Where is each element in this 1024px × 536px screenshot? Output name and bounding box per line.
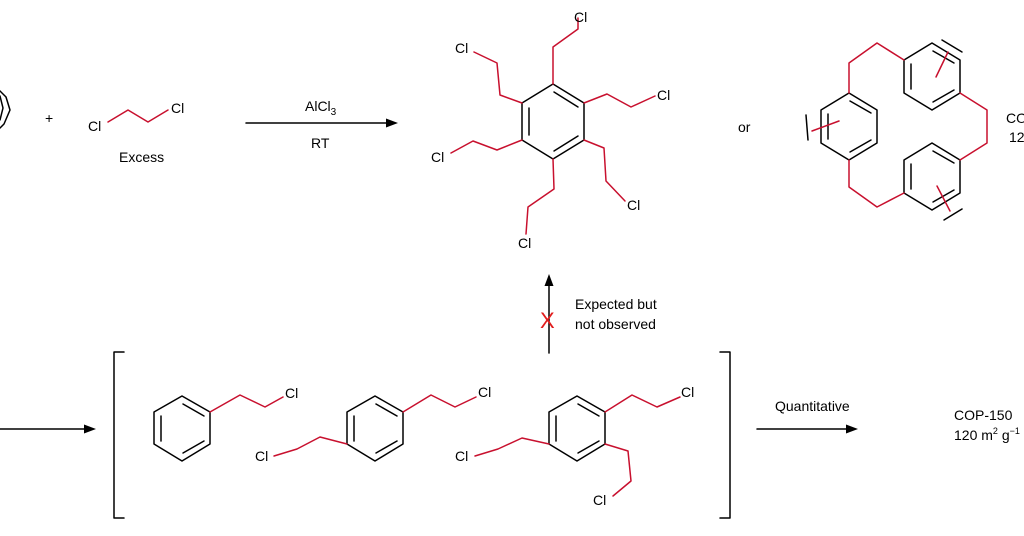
hexa-cl-bottom-right: Cl bbox=[627, 197, 640, 213]
hexa-cl-bottom: Cl bbox=[518, 235, 531, 251]
quantitative-label: Quantitative bbox=[775, 398, 850, 414]
cop-top-name-fragment: CO bbox=[1006, 110, 1024, 126]
reaction-arrow-top bbox=[245, 118, 398, 128]
reagent-excess-label: Excess bbox=[119, 149, 164, 165]
cop-top-value-fragment: 12 bbox=[1009, 129, 1024, 145]
reaction-arrow-left bbox=[0, 424, 96, 434]
di-chloroethylbenzene: Cl Cl bbox=[255, 384, 491, 464]
hexa-cl-left: Cl bbox=[431, 149, 444, 165]
cop150-surface-area: 120 m2 g−1 bbox=[954, 426, 1020, 443]
condition-rt-label: RT bbox=[311, 135, 330, 151]
hexa-cl-top: Cl bbox=[574, 9, 587, 25]
bracket-left bbox=[113, 351, 125, 519]
reaction-arrow-quantitative bbox=[756, 424, 858, 434]
expected-note-line2: not observed bbox=[575, 316, 656, 332]
catalyst-label: AlCl3 bbox=[305, 98, 337, 118]
cyclophane-structure bbox=[805, 39, 988, 221]
benzene-reactant bbox=[0, 89, 11, 130]
hexa-cl-right: Cl bbox=[657, 87, 670, 103]
tri-cl-top: Cl bbox=[681, 384, 694, 400]
expected-note-line1: Expected but bbox=[575, 296, 657, 312]
tri-cl-left: Cl bbox=[455, 448, 468, 464]
reagent-cl-left: Cl bbox=[88, 118, 101, 134]
tri-chloroethylbenzene: Cl Cl Cl bbox=[455, 384, 694, 508]
cop150-name: COP-150 bbox=[954, 407, 1013, 423]
plus-sign: + bbox=[45, 110, 53, 126]
cross-mark: X bbox=[540, 308, 555, 333]
hexa-cl-top-left: Cl bbox=[455, 40, 468, 56]
bracket-right bbox=[719, 351, 731, 519]
or-label: or bbox=[738, 119, 751, 135]
di-cl-right: Cl bbox=[478, 384, 491, 400]
dichloroethane-reagent: Cl Cl bbox=[88, 100, 184, 134]
not-observed-arrow bbox=[544, 274, 554, 354]
mono-cl: Cl bbox=[285, 385, 298, 401]
mono-chloroethylbenzene: Cl bbox=[153, 385, 298, 462]
reagent-cl-right: Cl bbox=[171, 100, 184, 116]
hexa-substituted-benzene: Cl Cl Cl Cl Cl Cl bbox=[431, 9, 670, 251]
tri-cl-bottom: Cl bbox=[593, 492, 606, 508]
di-cl-left: Cl bbox=[255, 448, 268, 464]
